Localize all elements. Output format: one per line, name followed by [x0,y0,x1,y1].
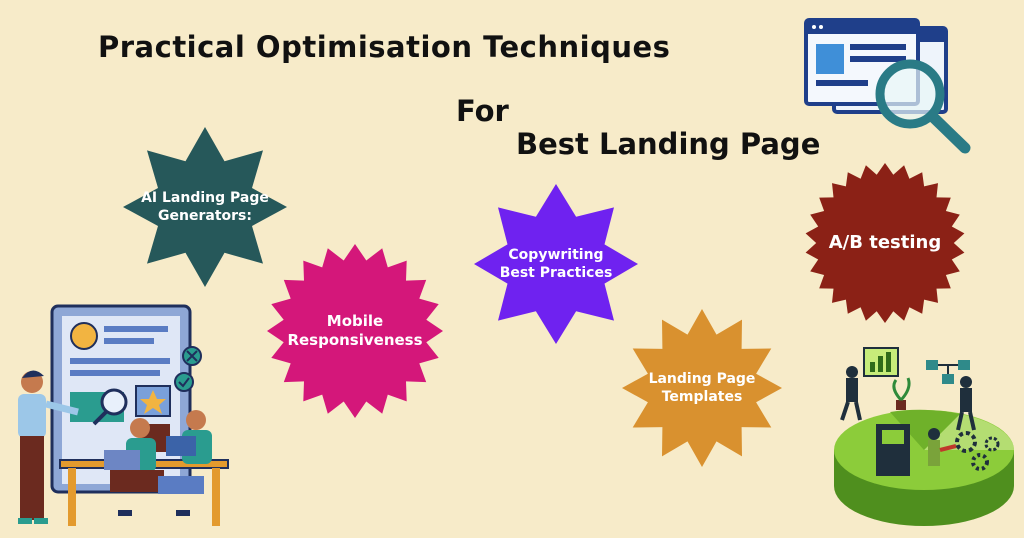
badge-copywriting-best-practices: Copywriting Best Practices [473,183,639,345]
star-burst-polygon [123,127,287,287]
badge-label: Mobile Responsiveness [287,311,423,350]
star-burst-polygon [267,244,443,418]
badge-label: Landing Page Templates [648,370,756,405]
star-burst-shape [123,127,287,287]
badge-label: A/B testing [828,232,942,254]
star-burst-shape [805,163,965,323]
badge-mobile-responsiveness: Mobile Responsiveness [266,243,444,419]
star-burst-polygon [622,309,782,467]
badge-label: Copywriting Best Practices [499,246,613,281]
browser-magnifier-icon [800,16,975,156]
star-burst-shape [474,184,638,344]
star-burst-polygon [805,163,965,323]
star-burst-shape [267,244,443,418]
badge-ab-testing: A/B testing [804,162,966,324]
badge-landing-page-templates: Landing Page Templates [621,308,783,468]
star-burst-shape [622,309,782,467]
title-for: For [456,94,509,128]
page-subtitle: Best Landing Page [516,127,821,161]
star-burst-polygon [474,184,638,344]
page-title: Practical Optimisation Techniques [98,30,671,64]
analytics-pie-illustration [830,338,1016,532]
team-dashboard-illustration [8,300,238,532]
badge-ai-landing-page-generators: AI Landing Page Generators: [122,126,288,288]
badge-label: AI Landing Page Generators: [141,189,269,224]
